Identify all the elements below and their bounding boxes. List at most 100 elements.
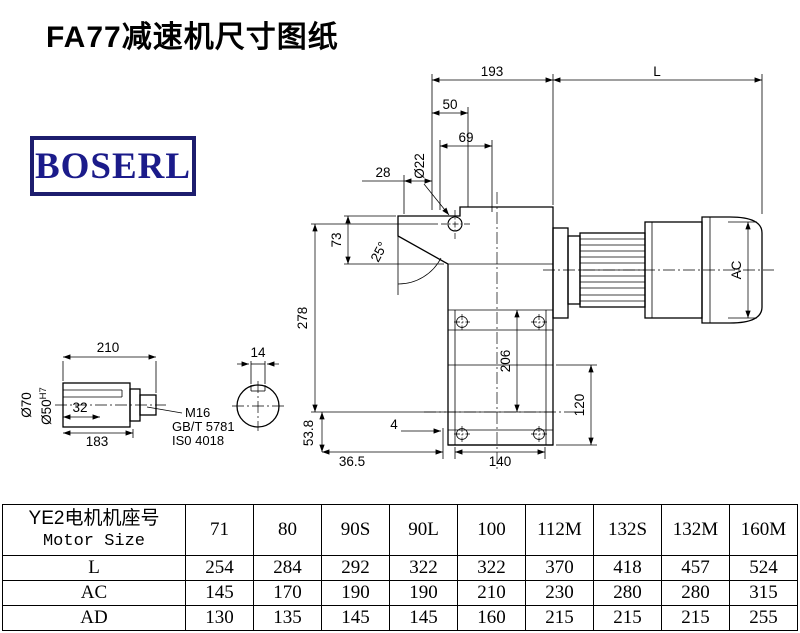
table-col-header: 132M xyxy=(661,504,730,556)
table-cell: 190 xyxy=(321,580,390,606)
brand-logo: BOSERL xyxy=(30,136,196,196)
table-cell: 254 xyxy=(185,555,254,581)
table-col-header: 90L xyxy=(389,504,458,556)
table-col-header: 112M xyxy=(525,504,594,556)
table-header-title: YE2电机机座号 Motor Size xyxy=(2,504,186,556)
brand-logo-text: BOSERL xyxy=(34,145,192,187)
bolt-standard-gb-label: GB/T 5781 xyxy=(172,419,235,434)
table-header-cn: YE2电机机座号 xyxy=(28,508,160,529)
bolt-size-label: M16 xyxy=(185,405,210,420)
page-title: FA77减速机尺寸图纸 xyxy=(46,21,339,54)
dim-210: 210 xyxy=(62,340,157,393)
table-col-header: 160M xyxy=(729,504,798,556)
centerlines xyxy=(424,192,774,470)
dim-193: 193 xyxy=(431,64,554,210)
table-col-header: 80 xyxy=(253,504,322,556)
dim-25deg: 25° xyxy=(368,236,442,295)
table-row-AD: AD 130 135 145 145 160 215 215 215 255 xyxy=(2,605,798,631)
dim-14: 14 xyxy=(237,345,279,384)
dim-50: 50 xyxy=(432,97,469,207)
dim-53-8-label: 53.8 xyxy=(301,420,316,446)
table-row-label: L xyxy=(2,555,186,581)
motor-size-table: YE2电机机座号 Motor Size 71 80 90S 90L 100 11… xyxy=(2,504,798,631)
dim-AC: AC xyxy=(728,221,757,319)
dim-o50h7-label: Ø50H7 xyxy=(38,387,54,425)
dim-o70-label: Ø70 xyxy=(19,392,34,418)
dim-183: 183 xyxy=(63,429,134,449)
dim-L: L xyxy=(553,64,763,214)
table-cell: 130 xyxy=(185,605,254,631)
table-cell: 457 xyxy=(661,555,730,581)
output-shaft-view xyxy=(55,382,166,428)
dim-28-label: 28 xyxy=(375,165,390,180)
shaft-section-view xyxy=(232,381,284,431)
dim-140-label: 140 xyxy=(489,454,512,469)
dim-AC-label: AC xyxy=(729,260,744,279)
table-col-header: 132S xyxy=(593,504,662,556)
dim-120: 120 xyxy=(556,364,597,446)
table-cell: 145 xyxy=(389,605,458,631)
table-cell: 524 xyxy=(729,555,798,581)
table-cell: 145 xyxy=(321,605,390,631)
table-cell: 215 xyxy=(593,605,662,631)
table-cell: 418 xyxy=(593,555,662,581)
table-col-header: 90S xyxy=(321,504,390,556)
table-row-AC: AC 145 170 190 190 210 230 280 280 315 xyxy=(2,580,798,606)
table-row-label: AC xyxy=(2,580,186,606)
table-cell: 145 xyxy=(185,580,254,606)
dim-193-label: 193 xyxy=(481,64,504,79)
table-cell: 370 xyxy=(525,555,594,581)
table-cell: 170 xyxy=(253,580,322,606)
table-row-label: AD xyxy=(2,605,186,631)
table-cell: 280 xyxy=(661,580,730,606)
dim-69: 69 xyxy=(439,130,493,212)
dim-278-label: 278 xyxy=(295,307,310,330)
technical-drawing: 193 L 50 69 28 Ø22 xyxy=(19,64,774,470)
dim-o22-label: Ø22 xyxy=(412,153,427,179)
dim-4-label: 4 xyxy=(390,417,398,432)
bolt-standard-iso-label: IS0 4018 xyxy=(172,433,224,448)
dim-32: 32 xyxy=(63,400,100,420)
table-cell: 315 xyxy=(729,580,798,606)
dim-206: 206 xyxy=(498,310,520,412)
table-cell: 210 xyxy=(457,580,526,606)
dim-36-5-label: 36.5 xyxy=(339,454,365,469)
table-cell: 135 xyxy=(253,605,322,631)
dim-28: 28 xyxy=(362,165,432,214)
dim-73: 73 xyxy=(329,215,444,265)
table-cell: 190 xyxy=(389,580,458,606)
mounting-hole xyxy=(441,210,470,239)
table-cell: 230 xyxy=(525,580,594,606)
dim-73-label: 73 xyxy=(329,232,344,247)
table-cell: 160 xyxy=(457,605,526,631)
table-header-row: YE2电机机座号 Motor Size 71 80 90S 90L 100 11… xyxy=(2,504,798,556)
dim-120-label: 120 xyxy=(572,394,587,417)
table-header-en: Motor Size xyxy=(42,532,146,551)
table-cell: 255 xyxy=(729,605,798,631)
gearbox-housing xyxy=(397,206,554,446)
dim-25deg-label: 25° xyxy=(368,239,391,264)
dim-278: 278 xyxy=(295,223,446,413)
table-col-header: 71 xyxy=(185,504,254,556)
flange-bolt-holes xyxy=(454,314,547,442)
dim-L-label: L xyxy=(653,64,661,79)
table-cell: 322 xyxy=(389,555,458,581)
table-cell: 280 xyxy=(593,580,662,606)
dim-shaft-o50h7: Ø50H7 xyxy=(38,387,54,425)
dim-50-label: 50 xyxy=(442,97,457,112)
table-col-header: 100 xyxy=(457,504,526,556)
table-cell: 292 xyxy=(321,555,390,581)
dim-14-label: 14 xyxy=(250,345,266,360)
dim-32-label: 32 xyxy=(72,400,87,415)
table-cell: 284 xyxy=(253,555,322,581)
table-cell: 215 xyxy=(661,605,730,631)
dim-hole-diameter: Ø22 xyxy=(412,153,450,216)
table-row-L: L 254 284 292 322 322 370 418 457 524 xyxy=(2,555,798,581)
fan-cover xyxy=(701,216,763,324)
dim-210-label: 210 xyxy=(97,340,120,355)
dim-69-label: 69 xyxy=(458,130,473,145)
dim-4: 4 xyxy=(390,417,441,434)
dim-36-5: 36.5 xyxy=(322,428,444,469)
table-cell: 215 xyxy=(525,605,594,631)
